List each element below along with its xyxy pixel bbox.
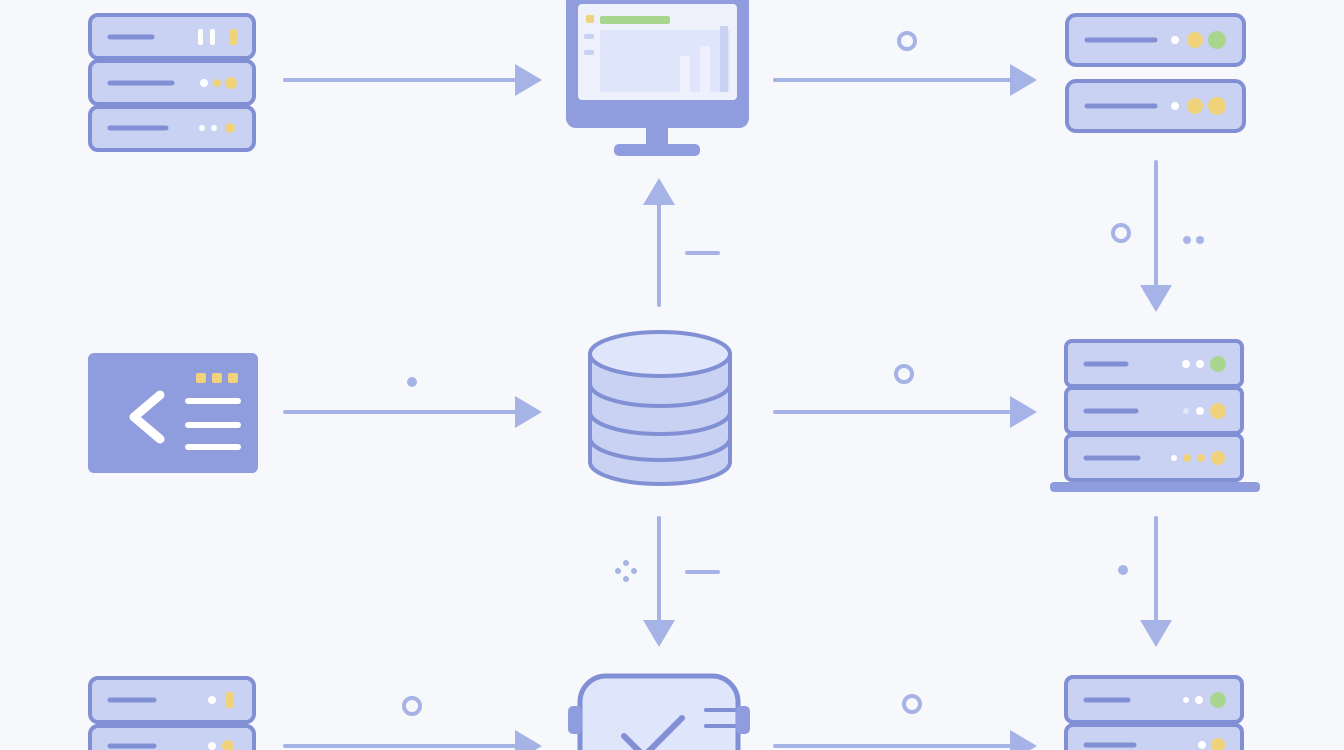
sparkle-mark bbox=[615, 568, 621, 574]
ring-mark bbox=[1111, 223, 1131, 243]
arrow-top-right-down bbox=[1140, 160, 1172, 312]
ring-mark bbox=[897, 31, 917, 51]
check-device-icon bbox=[568, 673, 750, 750]
server-unit bbox=[1064, 723, 1244, 750]
arrow-bottom-server-to-check bbox=[283, 730, 542, 750]
sparkle-mark bbox=[631, 568, 637, 574]
arrow-check-to-server bbox=[773, 730, 1037, 750]
checkmark-icon bbox=[621, 715, 685, 750]
arrow-monitor-to-server bbox=[773, 64, 1037, 96]
dot-mark bbox=[1183, 236, 1191, 244]
server-unit bbox=[1064, 386, 1244, 435]
server-rack-icon bbox=[1065, 13, 1246, 133]
sparkle-mark bbox=[623, 576, 629, 582]
server-rack-icon bbox=[1050, 339, 1260, 492]
server-rack-icon bbox=[88, 676, 256, 750]
dot-mark bbox=[1196, 236, 1204, 244]
server-rack-icon bbox=[1064, 675, 1244, 750]
ring-mark bbox=[902, 694, 922, 714]
server-unit bbox=[88, 676, 256, 724]
dot-mark bbox=[407, 377, 417, 387]
arrow-code-to-database bbox=[283, 396, 542, 428]
rack-base bbox=[1050, 482, 1260, 492]
server-unit bbox=[88, 59, 256, 106]
sparkle-mark bbox=[623, 560, 629, 566]
server-unit bbox=[1064, 433, 1244, 482]
arrow-database-to-monitor bbox=[643, 178, 675, 307]
server-unit bbox=[1065, 13, 1246, 67]
arrow-server-to-monitor bbox=[283, 64, 542, 96]
server-rack-icon bbox=[88, 13, 256, 152]
server-unit bbox=[1065, 79, 1246, 133]
dots bbox=[407, 236, 1204, 582]
server-unit bbox=[88, 105, 256, 152]
ring-mark bbox=[402, 696, 422, 716]
server-unit bbox=[88, 724, 256, 750]
connections bbox=[283, 64, 1172, 750]
arrow-database-to-server bbox=[773, 396, 1037, 428]
arrow-database-to-check bbox=[643, 516, 675, 647]
server-unit bbox=[88, 13, 256, 60]
server-unit bbox=[1064, 675, 1244, 724]
decorations bbox=[402, 31, 1131, 716]
chevron-left-icon bbox=[129, 390, 165, 444]
monitor-chart-icon bbox=[566, 0, 749, 156]
server-unit bbox=[1064, 339, 1244, 388]
ring-mark bbox=[894, 364, 914, 384]
database-icon bbox=[588, 330, 732, 486]
code-back-icon bbox=[88, 353, 258, 473]
arrow-middle-right-down bbox=[1140, 516, 1172, 647]
dot-mark bbox=[1118, 565, 1128, 575]
